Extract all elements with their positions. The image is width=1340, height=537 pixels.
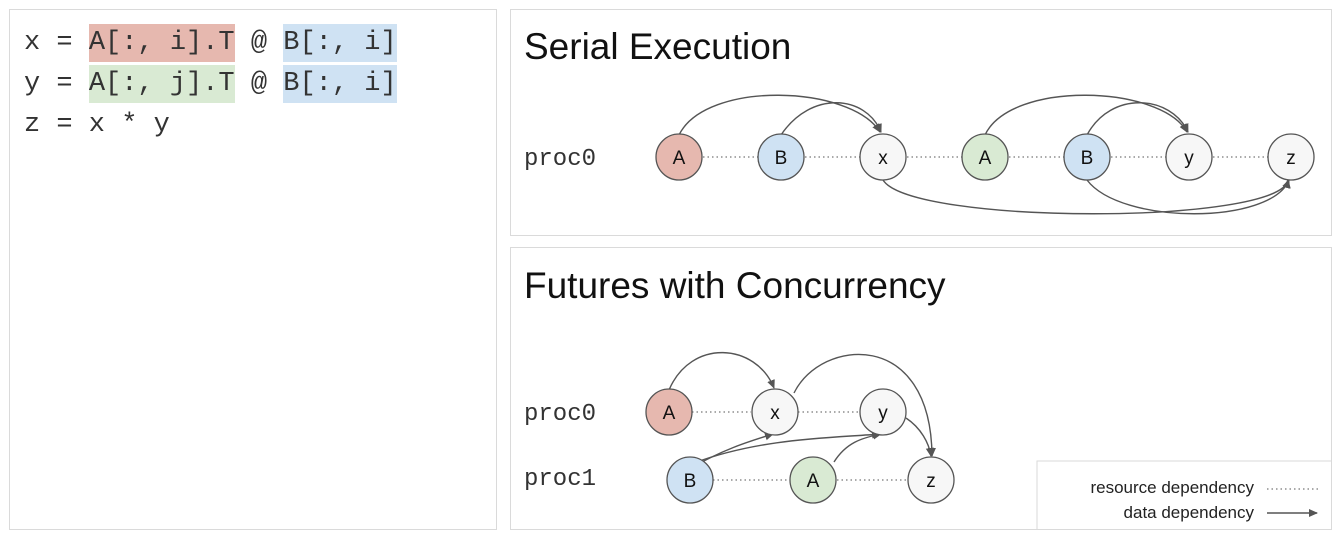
legend-data-label: data dependency	[1124, 503, 1255, 522]
data-dependency-arrows	[668, 351, 936, 469]
legend: resource dependency data dependency	[1036, 460, 1331, 529]
svg-text:B: B	[1081, 148, 1094, 169]
operand-b-i: B[:, i]	[283, 24, 397, 62]
svg-text:x: x	[878, 148, 888, 169]
futures-concurrency-panel: Futures with Concurrency proc0 proc1	[510, 247, 1332, 530]
proc1-label: proc1	[524, 466, 596, 493]
proc0-label: proc0	[524, 146, 596, 173]
serial-node-a1: A	[655, 133, 703, 181]
svg-text:B: B	[775, 148, 788, 169]
serial-node-b2: B	[1063, 133, 1111, 181]
svg-text:y: y	[1184, 148, 1194, 169]
code-line-x: x = A[:, i].T @ B[:, i]	[24, 24, 397, 62]
data-dependency-arrows	[678, 94, 1291, 215]
code-lhs: y =	[24, 69, 89, 99]
code-line-z: z = x * y	[24, 110, 170, 140]
serial-node-y: y	[1165, 133, 1213, 181]
svg-text:A: A	[807, 471, 820, 492]
futures-node-x: x	[751, 388, 799, 436]
futures-diagram: proc0 proc1 A x	[524, 351, 1331, 529]
serial-node-x: x	[859, 133, 907, 181]
svg-text:A: A	[979, 148, 992, 169]
code-op: @	[234, 28, 284, 58]
code-panel: x = A[:, i].T @ B[:, i] y = A[:, j].T @ …	[9, 9, 497, 530]
svg-text:z: z	[1286, 148, 1296, 169]
code-op: @	[234, 69, 284, 99]
svg-text:x: x	[770, 403, 780, 424]
proc0-label: proc0	[524, 401, 596, 428]
futures-title: Futures with Concurrency	[524, 265, 946, 306]
operand-a-i: A[:, i].T	[88, 24, 235, 62]
legend-resource-label: resource dependency	[1090, 478, 1254, 497]
operand-b-i: B[:, i]	[283, 65, 397, 103]
svg-text:y: y	[878, 403, 888, 424]
svg-text:B: B	[684, 471, 697, 492]
futures-node-a-proc0: A	[645, 388, 693, 436]
futures-node-z: z	[907, 456, 955, 504]
resource-dependency-lines	[692, 411, 908, 481]
serial-node-z: z	[1267, 133, 1315, 181]
serial-execution-panel: Serial Execution proc0	[510, 9, 1332, 236]
serial-node-b1: B	[757, 133, 805, 181]
futures-node-y: y	[859, 388, 907, 436]
svg-text:A: A	[673, 148, 686, 169]
code-line-y: y = A[:, j].T @ B[:, i]	[24, 65, 397, 103]
svg-text:A: A	[663, 403, 676, 424]
svg-text:z: z	[926, 471, 936, 492]
operand-a-j: A[:, j].T	[88, 65, 235, 103]
serial-node-a2: A	[961, 133, 1009, 181]
futures-node-b-proc1: B	[666, 456, 714, 504]
serial-diagram: proc0 A B	[524, 94, 1315, 215]
serial-title: Serial Execution	[524, 26, 792, 67]
futures-node-a-proc1: A	[789, 456, 837, 504]
code-lhs: x =	[24, 28, 89, 58]
